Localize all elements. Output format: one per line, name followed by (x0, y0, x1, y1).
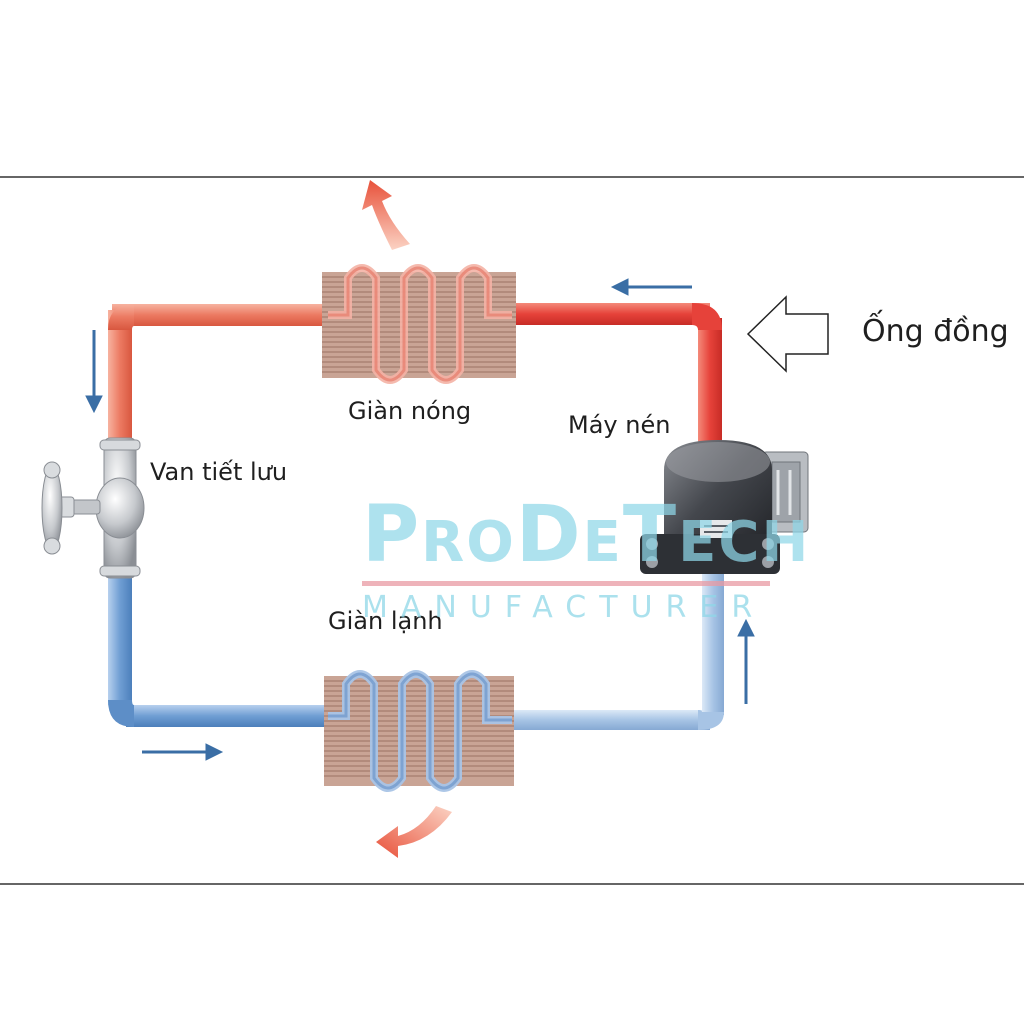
expansion-valve-label: Van tiết lưu (150, 458, 288, 486)
flow-arrow-icon (142, 743, 224, 761)
evaporator-label: Giàn lạnh (328, 607, 443, 635)
cold-pipe-right (510, 570, 724, 730)
compressor-label: Máy nén (568, 411, 671, 439)
heat-flow-arrow-icon (362, 180, 410, 250)
condenser-label: Giàn nóng (348, 397, 472, 425)
heat-flow-arrow-icon (376, 806, 452, 858)
cold-pipe-left (108, 575, 330, 727)
flow-arrow-icon (610, 278, 692, 296)
compressor-icon (640, 440, 809, 574)
watermark-subtitle: MANUFACTURER (362, 590, 766, 625)
flow-arrow-icon (737, 618, 755, 704)
watermark-divider (362, 581, 770, 586)
flow-arrow-icon (85, 330, 103, 414)
condenser-coil (322, 264, 516, 384)
hot-pipe-right (510, 303, 722, 458)
copper-pipe-label: Ống đồng (862, 314, 1009, 349)
evaporator-coil (324, 670, 514, 792)
outline-arrow-icon (746, 295, 829, 373)
hot-pipe-left (108, 304, 328, 445)
watermark-logo: PRODETECH (362, 490, 811, 580)
valve-icon (41, 437, 145, 579)
